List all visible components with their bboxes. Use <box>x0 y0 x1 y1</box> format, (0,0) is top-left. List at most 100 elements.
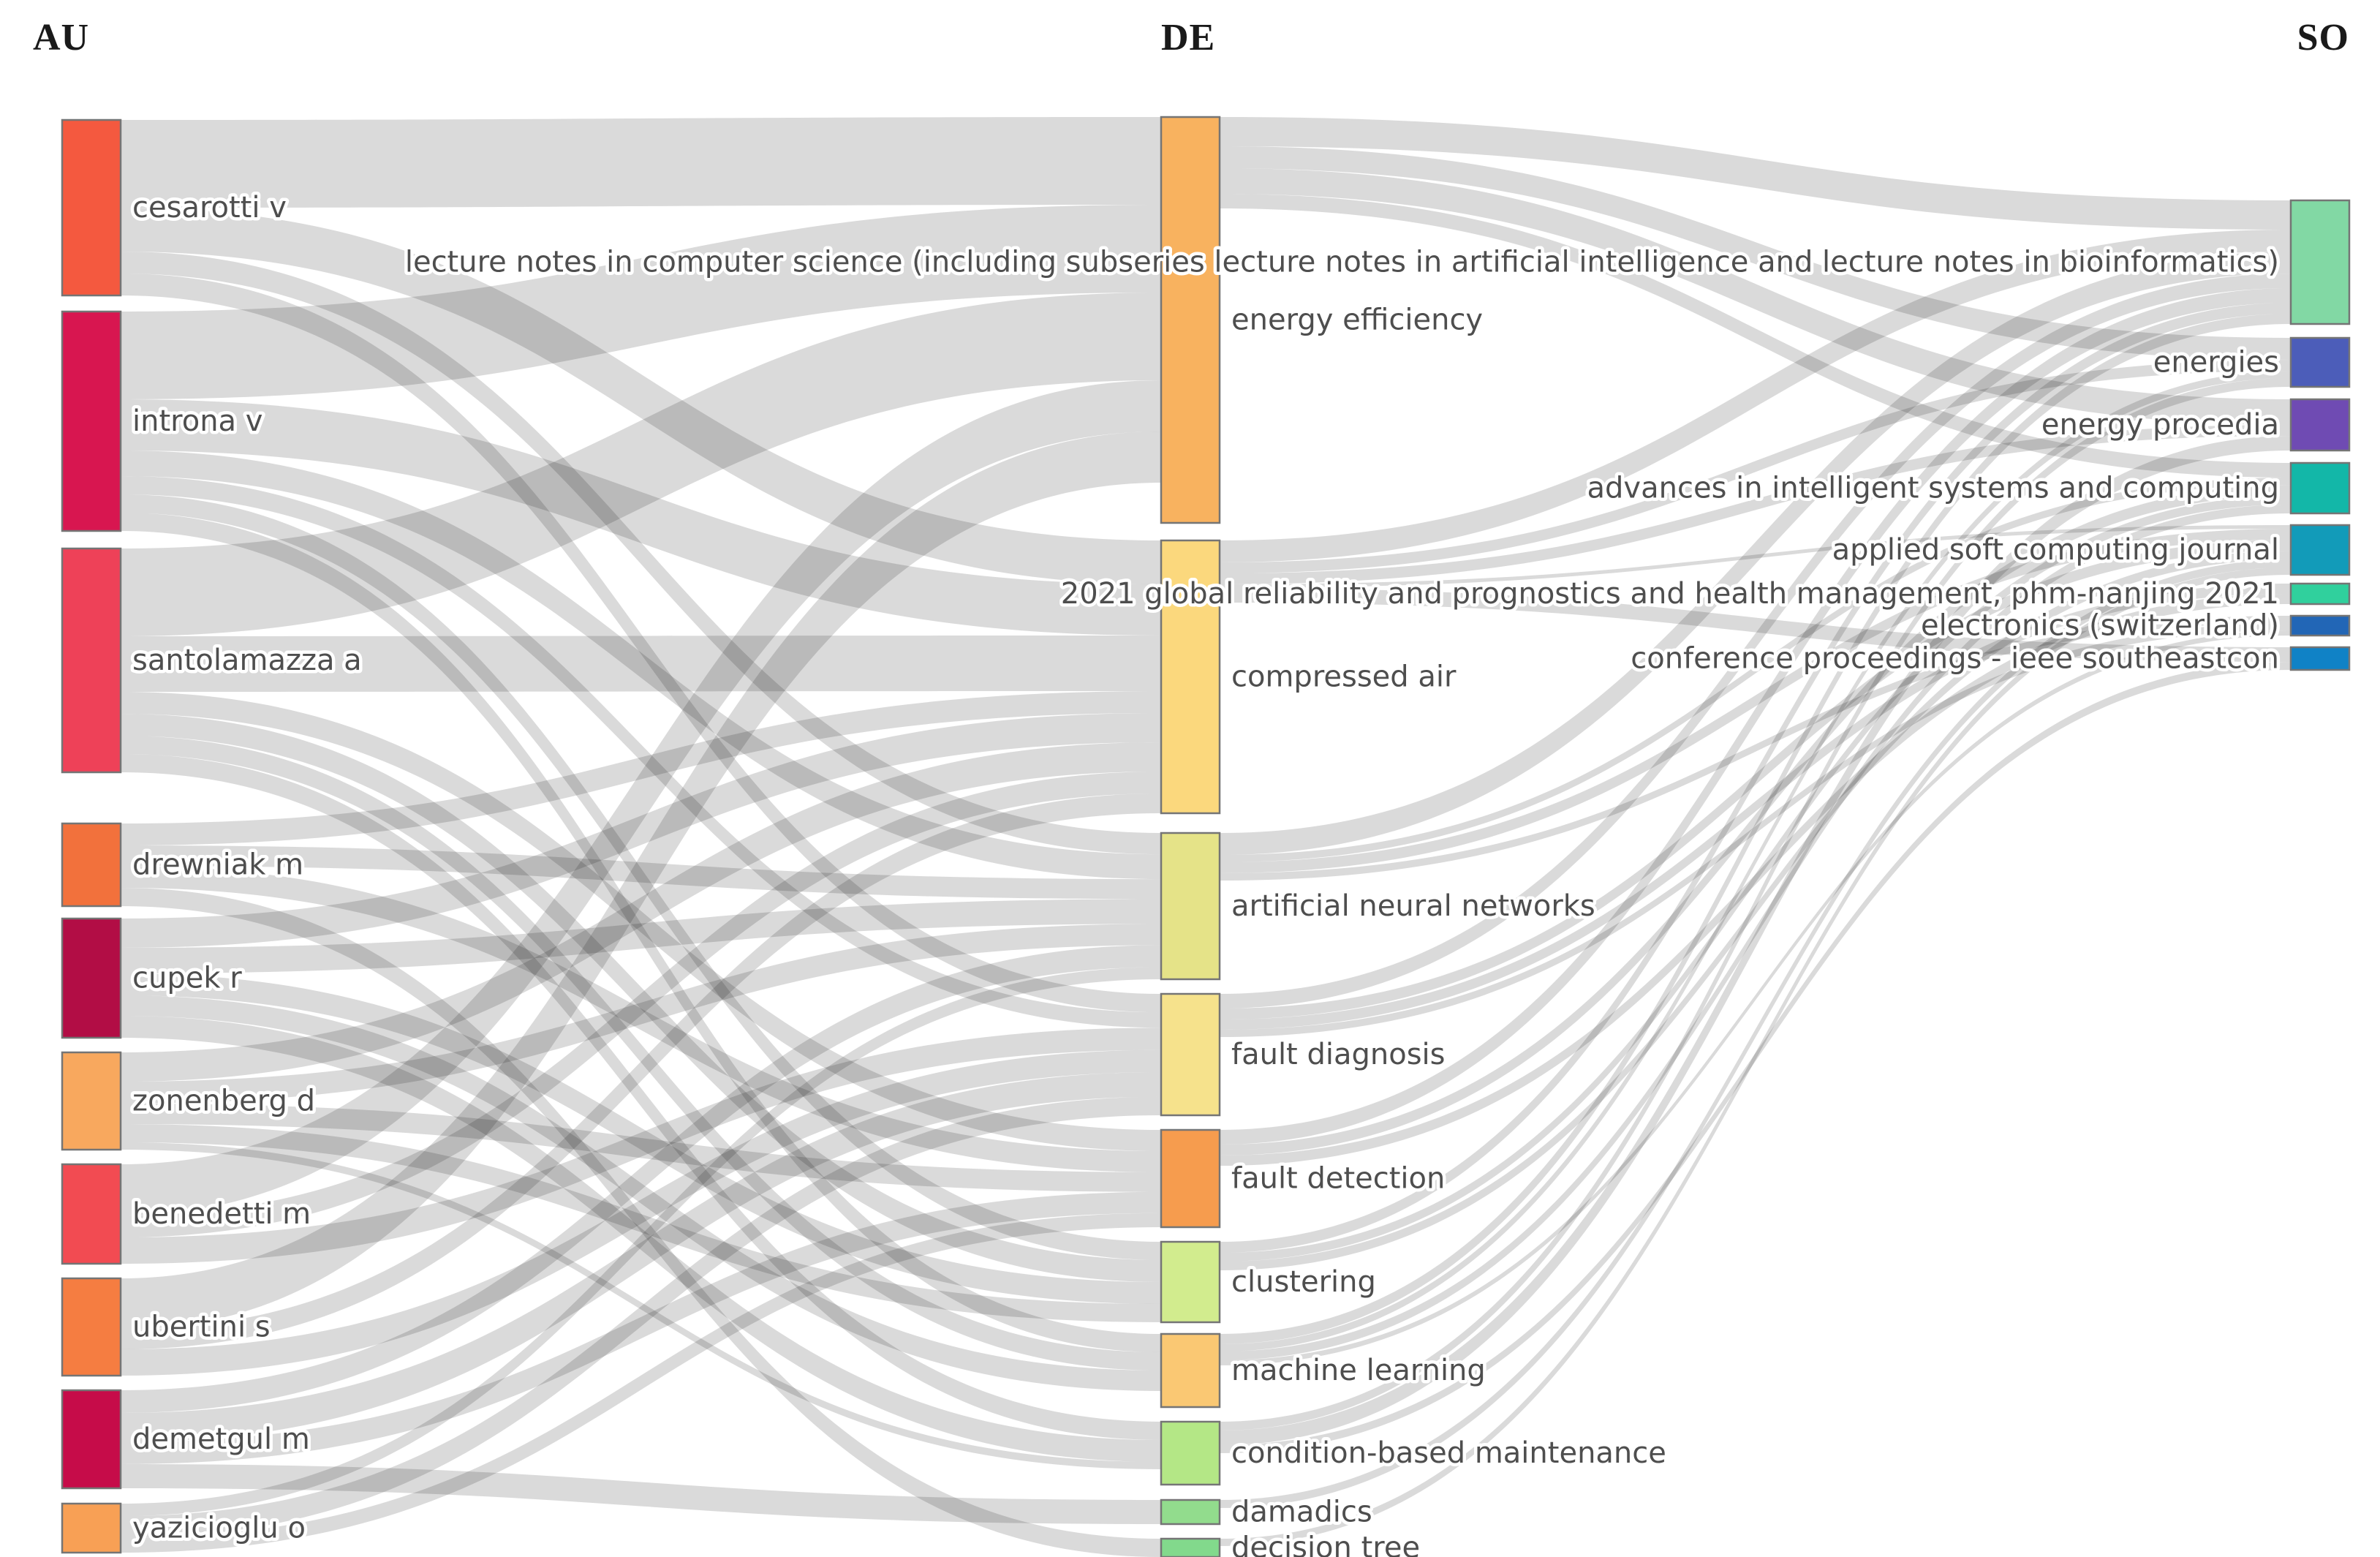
sankey-link-au-introna-de-ca[interactable] <box>121 399 1161 636</box>
sankey-link-de-dt-so-ascj[interactable] <box>1220 568 2291 1546</box>
sankey-link-au-cupek-de-ca[interactable] <box>121 713 1161 948</box>
sankey-link-au-cesarotti-de-ee[interactable] <box>121 117 1161 208</box>
sankey-link-au-cupek-de-ml[interactable] <box>121 995 1161 1391</box>
sankey-link-de-fdet-so-aisc[interactable] <box>1220 485 2291 1156</box>
sankey-link-de-ca-so-ep[interactable] <box>1220 425 2291 584</box>
sankey-link-de-ee-so-ep[interactable] <box>1220 168 2291 425</box>
sankey-link-de-dam-so-ascj[interactable] <box>1220 559 2291 1508</box>
node-label-so-lncs: lecture notes in computer science (inclu… <box>405 246 2279 279</box>
sankey-link-de-clu-so-ascj[interactable] <box>1220 551 2291 1270</box>
sankey-link-de-cbm-so-energies[interactable] <box>1220 378 2291 1430</box>
sankey-node-de-ann[interactable] <box>1160 832 1221 981</box>
sankey-node-au-ubertini[interactable] <box>61 1277 122 1377</box>
node-label-au-drewniak: drewniak m <box>132 848 303 882</box>
sankey-link-de-ml-so-lncs[interactable] <box>1220 314 2291 1344</box>
sankey-link-au-cesarotti-de-ann[interactable] <box>121 252 1161 855</box>
sankey-node-de-dt[interactable] <box>1160 1537 1221 1557</box>
sankey-node-de-fdet[interactable] <box>1160 1128 1221 1229</box>
sankey-link-au-introna-de-fdiag[interactable] <box>121 476 1161 1028</box>
sankey-link-au-ubertini-de-ee[interactable] <box>121 431 1161 1330</box>
sankey-link-de-ee-so-energies[interactable] <box>1220 146 2291 360</box>
sankey-node-so-ep[interactable] <box>2289 398 2351 452</box>
sankey-link-au-santolamazza-de-cbm[interactable] <box>121 754 1161 1440</box>
sankey-link-au-demetgul-de-fdiag[interactable] <box>121 1072 1161 1442</box>
sankey-link-au-yazicioglu-de-fdiag[interactable] <box>121 1096 1161 1538</box>
node-label-de-clu: clustering <box>1231 1265 1376 1299</box>
node-label-de-dt: decision tree <box>1231 1531 1420 1557</box>
sankey-link-au-zonenberg-de-ca[interactable] <box>121 742 1161 1082</box>
sankey-link-de-ml-so-aisc[interactable] <box>1220 505 2291 1360</box>
sankey-node-de-dam[interactable] <box>1160 1498 1221 1526</box>
sankey-node-de-ml[interactable] <box>1160 1332 1221 1409</box>
node-label-de-fdet: fault detection <box>1231 1162 1445 1196</box>
sankey-link-au-cupek-de-ann[interactable] <box>121 899 1161 973</box>
sankey-link-de-clu-so-lncs[interactable] <box>1220 303 2291 1253</box>
node-label-so-ep: energy procedia <box>2041 408 2279 442</box>
sankey-link-de-ann-so-lncs[interactable] <box>1220 252 2291 855</box>
sankey-link-de-ann-so-ascj[interactable] <box>1220 529 2291 873</box>
sankey-link-au-benedetti-de-ca[interactable] <box>121 772 1161 1237</box>
node-label-de-cbm: condition-based maintenance <box>1231 1436 1666 1470</box>
sankey-link-au-santolamazza-de-ee[interactable] <box>121 293 1161 636</box>
sankey-node-so-phm[interactable] <box>2289 582 2351 606</box>
sankey-node-au-demetgul[interactable] <box>61 1389 122 1490</box>
sankey-node-de-fdiag[interactable] <box>1160 992 1221 1117</box>
sankey-link-de-cbm-so-ep[interactable] <box>1220 436 2291 1445</box>
sankey-link-de-fdiag-so-phm[interactable] <box>1220 584 2291 1030</box>
node-label-au-santolamazza: santolamazza a <box>132 644 362 677</box>
node-label-de-ee: energy efficiency <box>1231 304 1483 337</box>
node-label-au-zonenberg: zonenberg d <box>132 1085 315 1118</box>
sankey-node-so-lncs[interactable] <box>2289 199 2351 325</box>
node-label-so-aisc: advances in intelligent systems and comp… <box>1587 472 2279 505</box>
sankey-link-au-santolamazza-de-ml[interactable] <box>121 736 1161 1371</box>
sankey-node-au-drewniak[interactable] <box>61 822 122 908</box>
sankey-link-au-demetgul-de-fdet[interactable] <box>121 1191 1161 1464</box>
sankey-link-au-zonenberg-de-cbm[interactable] <box>121 1142 1161 1469</box>
sankey-node-au-yazicioglu[interactable] <box>61 1502 122 1554</box>
node-label-au-demetgul: demetgul m <box>132 1422 310 1456</box>
sankey-link-au-cesarotti-de-ca[interactable] <box>121 208 1161 584</box>
sankey-link-de-ann-so-elec[interactable] <box>1220 616 2291 881</box>
node-label-so-phm: 2021 global reliability and prognostics … <box>1061 577 2279 611</box>
sankey-node-au-santolamazza[interactable] <box>61 547 122 774</box>
node-label-de-dam: damadics <box>1231 1496 1372 1529</box>
sankey-node-de-ee[interactable] <box>1160 116 1221 524</box>
sankey-link-au-drewniak-de-ca[interactable] <box>121 691 1161 845</box>
sankey-link-au-santolamazza-de-ca[interactable] <box>121 636 1161 692</box>
sankey-node-so-ieee[interactable] <box>2289 646 2351 671</box>
sankey-link-de-ee-so-lncs[interactable] <box>1220 117 2291 230</box>
sankey-node-au-zonenberg[interactable] <box>61 1051 122 1151</box>
column-header-so: SO <box>2297 17 2349 59</box>
sankey-link-au-yazicioglu-de-fdet[interactable] <box>121 1213 1161 1553</box>
sankey-link-de-ml-so-elec[interactable] <box>1220 630 2291 1365</box>
sankey-node-au-introna[interactable] <box>61 310 122 532</box>
sankey-link-de-clu-so-aisc[interactable] <box>1220 496 2291 1262</box>
sankey-link-de-ml-so-energies[interactable] <box>1220 371 2291 1351</box>
sankey-link-au-introna-de-ee[interactable] <box>121 205 1161 399</box>
sankey-node-de-ca[interactable] <box>1160 539 1221 815</box>
sankey-link-de-fdet-so-lncs[interactable] <box>1220 288 2291 1145</box>
sankey-node-de-cbm[interactable] <box>1160 1420 1221 1486</box>
sankey-link-de-ca-so-lncs[interactable] <box>1220 230 2291 562</box>
sankey-node-so-energies[interactable] <box>2289 336 2351 388</box>
sankey-node-au-cupek[interactable] <box>61 917 122 1039</box>
node-label-so-energies: energies <box>2153 346 2279 380</box>
sankey-link-de-fdiag-so-lncs[interactable] <box>1220 274 2291 1009</box>
sankey-link-de-ee-so-aisc[interactable] <box>1220 194 2291 478</box>
sankey-link-au-yazicioglu-de-ann[interactable] <box>121 967 1161 1516</box>
sankey-link-de-ann-so-aisc[interactable] <box>1220 478 2291 862</box>
node-label-so-ascj: applied soft computing journal <box>1832 533 2279 567</box>
sankey-link-au-benedetti-de-ee[interactable] <box>121 380 1161 1215</box>
sankey-node-so-ascj[interactable] <box>2289 524 2351 576</box>
sankey-link-au-ubertini-de-ca[interactable] <box>121 793 1161 1349</box>
sankey-link-au-demetgul-de-ann[interactable] <box>121 945 1161 1413</box>
sankey-node-so-aisc[interactable] <box>2289 461 2351 515</box>
sankey-node-au-benedetti[interactable] <box>61 1163 122 1265</box>
sankey-node-au-cesarotti[interactable] <box>61 118 122 297</box>
sankey-link-au-ubertini-de-fdiag[interactable] <box>121 1049 1161 1376</box>
sankey-node-so-elec[interactable] <box>2289 614 2351 637</box>
sankey-node-de-clu[interactable] <box>1160 1240 1221 1324</box>
sankey-link-de-ca-so-energies[interactable] <box>1220 360 2291 573</box>
sankey-link-au-benedetti-de-fdiag[interactable] <box>121 1028 1161 1264</box>
